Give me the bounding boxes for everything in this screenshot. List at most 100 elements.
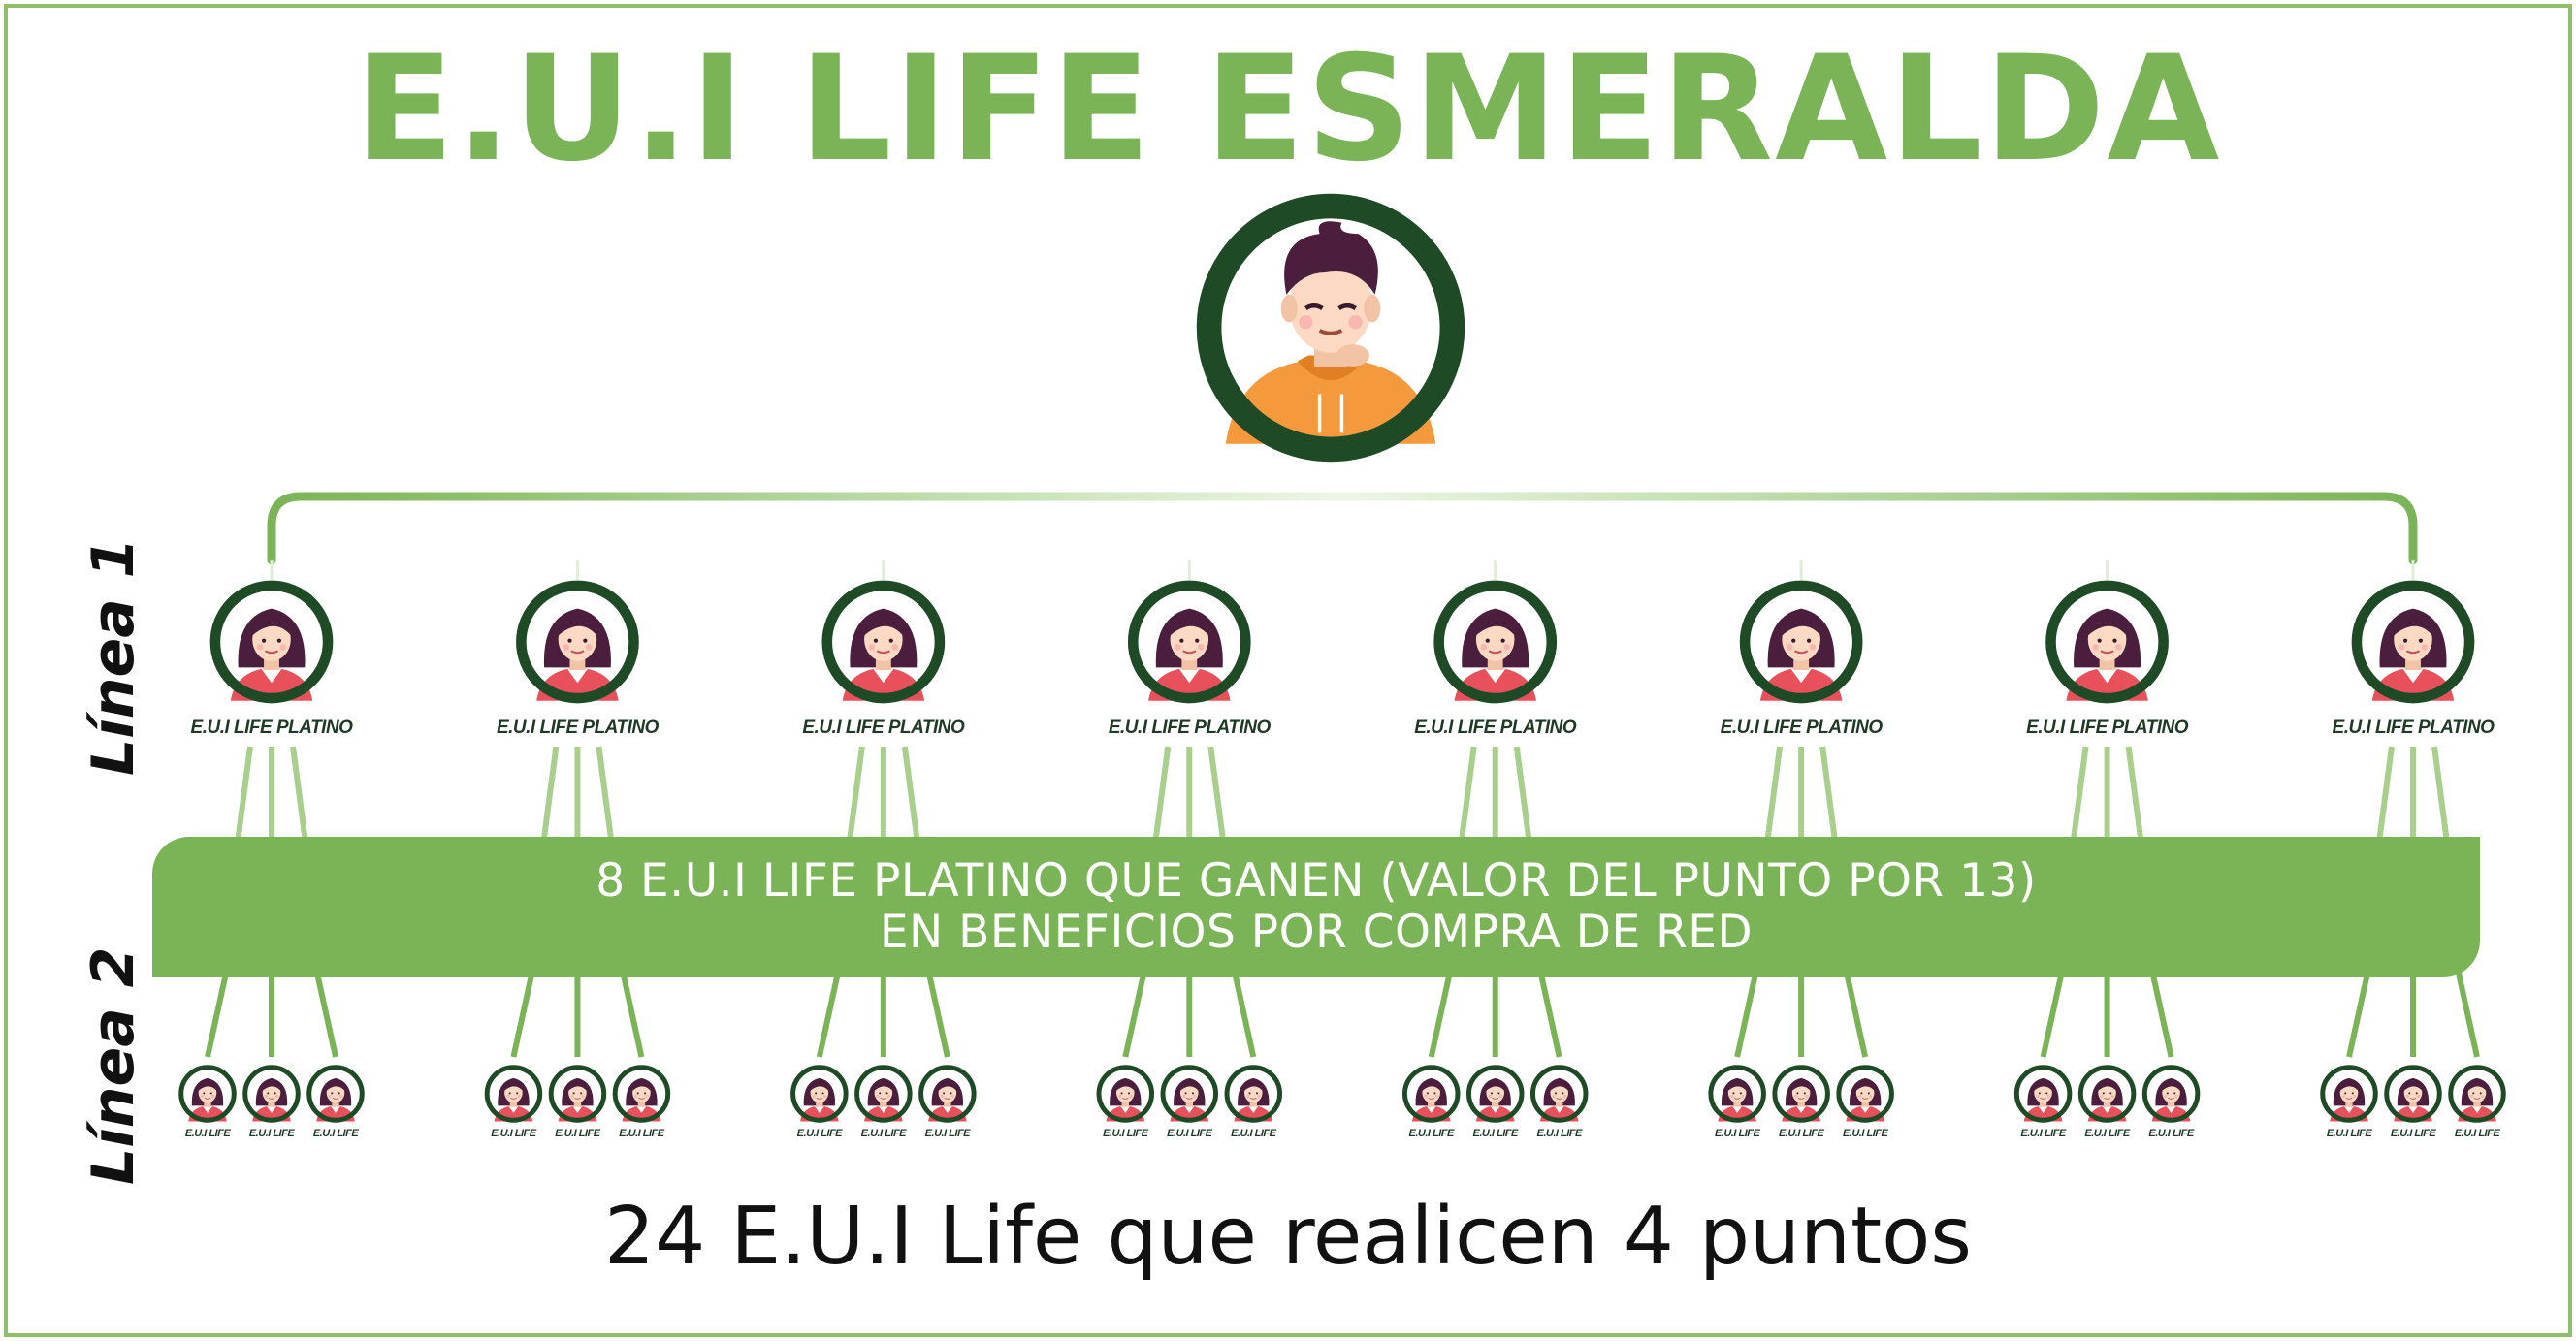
line-2-node-label: E.U.I LIFE: [2148, 1128, 2194, 1139]
connector-lower: [313, 969, 338, 1058]
connector-upper: [2070, 746, 2089, 845]
connector-upper: [846, 746, 865, 845]
connector-lower: [1536, 969, 1562, 1058]
line-1-node-label: E.U.I LIFE PLATINO: [1108, 718, 1271, 738]
connector-lower: [1843, 969, 1869, 1058]
woman-avatar-icon: [1839, 1068, 1892, 1122]
connector-upper: [1458, 746, 1477, 845]
woman-avatar-icon: [2050, 586, 2163, 701]
line-1-node-label: E.U.I LIFE PLATINO: [190, 718, 353, 738]
woman-avatar-icon: [2016, 1068, 2070, 1122]
connector-lower: [1122, 969, 1148, 1058]
woman-avatar-icon: [2387, 1068, 2440, 1122]
woman-avatar-icon: [921, 1068, 975, 1122]
line-2-node-label: E.U.I LIFE: [1778, 1128, 1824, 1139]
connector-upper: [1513, 746, 1532, 845]
line-2-node-label: E.U.I LIFE: [312, 1128, 359, 1139]
line-2-node-label: E.U.I LIFE: [2390, 1128, 2436, 1139]
connector-lower: [2040, 969, 2066, 1058]
line-2-node-label: E.U.I LIFE: [1103, 1128, 1148, 1139]
line-2-node-label: E.U.I LIFE: [491, 1128, 536, 1139]
woman-avatar-icon: [1163, 1068, 1216, 1122]
line-2-node-label: E.U.I LIFE: [619, 1128, 664, 1139]
connector-lower: [1231, 969, 1257, 1058]
page-frame: [4, 4, 2572, 1337]
connector-upper: [290, 746, 309, 845]
connector-upper: [2431, 746, 2451, 845]
connector-lower: [816, 969, 842, 1058]
connector-upper: [2125, 746, 2144, 845]
connector-lower: [925, 969, 950, 1058]
woman-avatar-icon: [1532, 1068, 1586, 1122]
woman-avatar-icon: [1711, 1068, 1764, 1122]
woman-avatar-icon: [1404, 1068, 1458, 1122]
woman-avatar-icon: [521, 586, 633, 701]
connector-lower: [205, 969, 230, 1058]
bracket-connector: [267, 492, 2418, 565]
woman-avatar-icon: [2357, 586, 2469, 701]
connector-lower: [2346, 969, 2371, 1058]
line-2-node-label: E.U.I LIFE: [1536, 1128, 1583, 1139]
woman-avatar-icon: [215, 586, 328, 701]
woman-avatar-icon: [487, 1068, 540, 1122]
connector-lower: [619, 969, 645, 1058]
line-2-node-label: E.U.I LIFE: [1408, 1128, 1455, 1139]
line-2-node-label: E.U.I LIFE: [1167, 1128, 1212, 1139]
connector-upper: [234, 746, 253, 845]
connector-lower: [2148, 969, 2174, 1058]
connector-upper: [901, 746, 921, 845]
connector-upper: [1208, 746, 1227, 845]
page-title: E.U.I LIFE ESMERALDA: [354, 25, 2222, 194]
woman-avatar-icon: [551, 1068, 604, 1122]
line-2-node-label: E.U.I LIFE: [184, 1128, 231, 1139]
line-2-node-label: E.U.I LIFE: [248, 1128, 295, 1139]
line-1-node-label: E.U.I LIFE PLATINO: [2332, 718, 2495, 738]
woman-avatar-icon: [1133, 586, 1245, 701]
line-2-node-label: E.U.I LIFE: [1231, 1128, 1276, 1139]
line-1-node-label: E.U.I LIFE PLATINO: [496, 718, 659, 738]
banner-line-2: EN BENEFICIOS POR COMPRA DE RED: [879, 905, 1754, 959]
line-2-node-label: E.U.I LIFE: [2454, 1128, 2500, 1139]
line-2-label: Línea 2: [80, 946, 147, 1185]
connector-lower: [2455, 969, 2480, 1058]
woman-avatar-icon: [615, 1068, 668, 1122]
connector-lower: [1734, 969, 1759, 1058]
woman-avatar-icon: [2080, 1068, 2134, 1122]
woman-avatar-icon: [1745, 586, 1857, 701]
line-1-node-label: E.U.I LIFE PLATINO: [1720, 718, 1883, 738]
line-1-node-label: E.U.I LIFE PLATINO: [1414, 718, 1577, 738]
connector-upper: [1763, 746, 1784, 845]
connector-upper: [1819, 746, 1839, 845]
banner-line-1: 8 E.U.I LIFE PLATINO QUE GANEN (VALOR DE…: [596, 853, 2037, 908]
line-2-node-label: E.U.I LIFE: [555, 1128, 600, 1139]
line-2-node-label: E.U.I LIFE: [2020, 1128, 2066, 1139]
info-banner: 8 E.U.I LIFE PLATINO QUE GANEN (VALOR DE…: [152, 837, 2480, 977]
woman-avatar-icon: [2144, 1068, 2198, 1122]
woman-avatar-icon: [1439, 586, 1552, 701]
woman-avatar-icon: [2451, 1068, 2504, 1122]
woman-avatar-icon: [2323, 1068, 2376, 1122]
woman-avatar-icon: [1099, 1068, 1152, 1122]
line-1-label: Línea 1: [80, 537, 147, 776]
line-2-node-label: E.U.I LIFE: [924, 1128, 971, 1139]
woman-avatar-icon: [309, 1068, 363, 1122]
connector-lines: [205, 492, 2480, 1058]
connector-upper: [1152, 746, 1172, 845]
man-avatar-icon: [1209, 207, 1453, 450]
line-2-node-label: E.U.I LIFE: [2326, 1128, 2372, 1139]
connector-upper: [596, 746, 615, 845]
woman-avatar-icon: [181, 1068, 235, 1122]
connector-lower: [510, 969, 536, 1058]
woman-avatar-icon: [245, 1068, 299, 1122]
connector-lower: [1428, 969, 1454, 1058]
connector-upper: [540, 746, 560, 845]
woman-avatar-icon: [857, 1068, 911, 1122]
connector-upper: [2375, 746, 2395, 845]
line-1-node-label: E.U.I LIFE PLATINO: [802, 718, 965, 738]
line-2-node-label: E.U.I LIFE: [2084, 1128, 2130, 1139]
line-2-node-label: E.U.I LIFE: [860, 1128, 907, 1139]
line-2-node-label: E.U.I LIFE: [1842, 1128, 1888, 1139]
line-2-node-label: E.U.I LIFE: [796, 1128, 843, 1139]
footer-text: 24 E.U.I Life que realicen 4 puntos: [603, 1191, 1972, 1283]
